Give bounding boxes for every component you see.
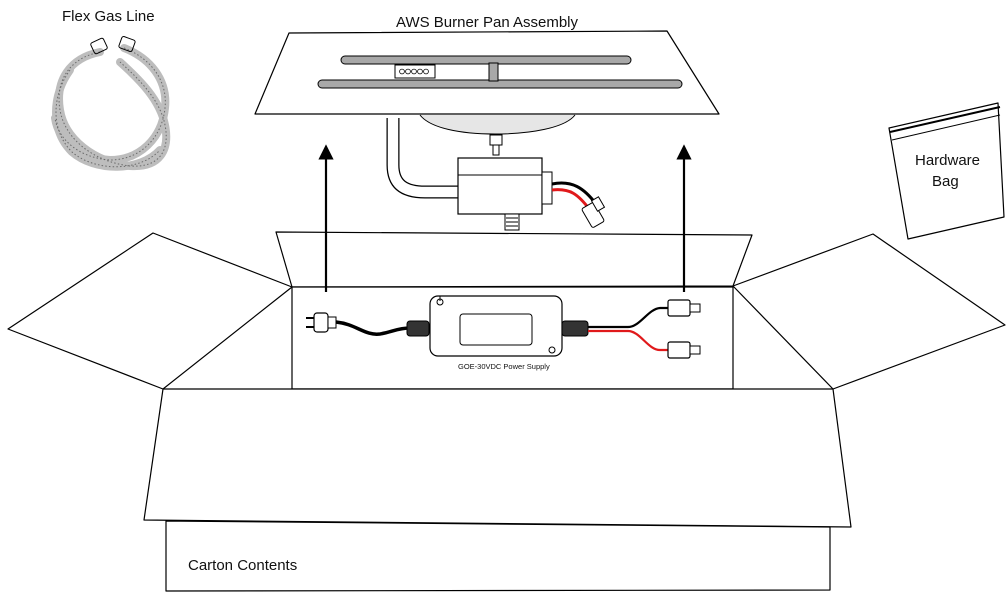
hardware-bag: Hardware Bag [888, 102, 1005, 240]
carton-box: Carton Contents [7, 231, 1006, 592]
burner-pan-label: AWS Burner Pan Assembly [396, 14, 579, 31]
flex-gas-line: Flex Gas Line [51, 8, 171, 171]
burner-pan-assembly: AWS Burner Pan Assembly [254, 14, 720, 231]
ac-plug [306, 312, 337, 333]
power-supply: GOE-30VDC Power Supply [306, 295, 701, 371]
flex-gas-line-label: Flex Gas Line [62, 8, 155, 25]
power-supply-label: GOE-30VDC Power Supply [458, 362, 550, 371]
hardware-bag-label-line2: Bag [932, 173, 959, 190]
hardware-bag-label-line1: Hardware [915, 152, 980, 169]
carton-contents-label: Carton Contents [188, 557, 297, 574]
